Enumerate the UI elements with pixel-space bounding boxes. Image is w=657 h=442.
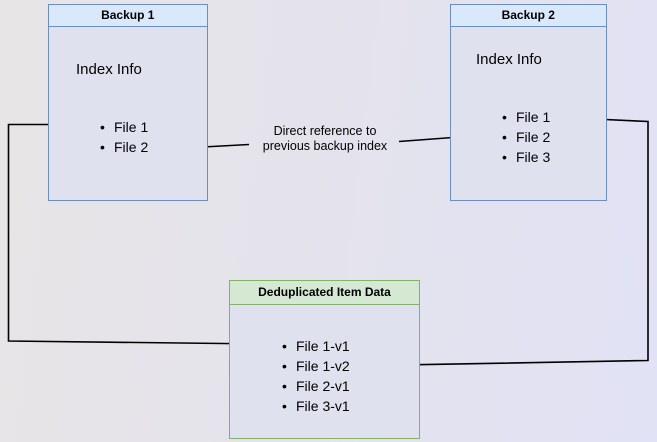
deduplicated-item-data-box: Deduplicated Item Data File 1-v1 File 1-… (229, 279, 420, 439)
backup2-file-item: File 1 (502, 107, 550, 127)
backup1-title: Backup 1 (48, 4, 207, 27)
backup2-file-list: File 1 File 2 File 3 (502, 107, 550, 167)
annotation-line-2: previous backup index (262, 139, 388, 153)
backup2-box: Backup 2 Index Info File 1 File 2 File 3 (449, 3, 607, 201)
backup1-file-list: File 1 File 2 (100, 117, 148, 157)
backup1-file-item: File 2 (100, 137, 148, 157)
dedup-item-list: File 1-v1 File 1-v2 File 2-v1 File 3-v1 (282, 336, 350, 416)
backup2-file-item: File 2 (502, 127, 550, 147)
backup2-title: Backup 2 (450, 4, 606, 27)
backup1-box: Backup 1 Index Info File 1 File 2 (47, 3, 208, 201)
dedup-item: File 1-v1 (282, 336, 350, 356)
dedup-item: File 3-v1 (282, 396, 350, 416)
dedup-item: File 1-v2 (282, 356, 350, 376)
deduplicated-item-data-title: Deduplicated Item Data (230, 280, 419, 305)
annotation-line-1: Direct reference to (273, 123, 377, 138)
backup1-index-info-label: Index Info (76, 61, 142, 78)
backup1-file-item: File 1 (100, 117, 148, 137)
dedup-item: File 2-v1 (282, 376, 350, 396)
backup2-file-item: File 3 (502, 147, 550, 167)
direct-reference-annotation: Direct reference to previous backup inde… (240, 124, 410, 155)
backup2-index-info-label: Index Info (476, 51, 542, 68)
